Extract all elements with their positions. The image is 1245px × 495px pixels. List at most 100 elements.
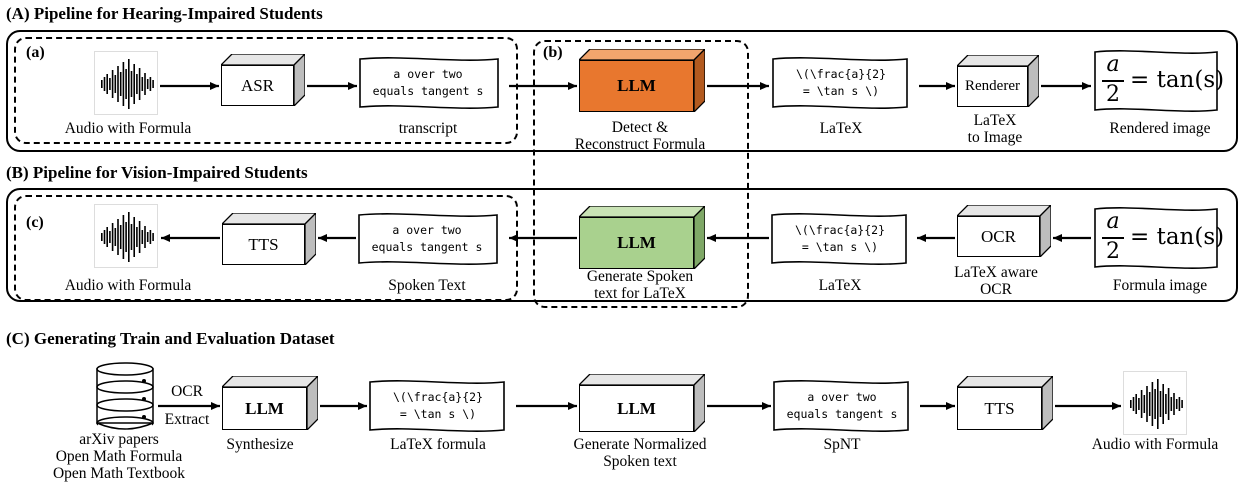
waveform-bar: [1175, 399, 1178, 409]
latex-a-line-1: \(\frac{a}{2}: [795, 67, 886, 81]
llm-synthesize-box: LLM: [222, 376, 318, 430]
latex-doc-a: [771, 55, 917, 111]
waveform-bar: [106, 227, 108, 247]
document-shape: [369, 380, 505, 432]
document-shape: [358, 213, 498, 265]
waveform-bar: [128, 212, 130, 262]
formula-numerator: a: [1106, 209, 1120, 234]
database-icon: [95, 361, 157, 431]
transcript-text: a over two equals tangent s: [358, 66, 498, 100]
llm-detect-label: LLM: [579, 60, 694, 112]
waveform-bar: [144, 73, 146, 95]
document-shape: [1094, 207, 1218, 269]
latex-doc-c: [368, 378, 514, 434]
ocr-label: OCR: [957, 216, 1040, 257]
llm-synthesize-label: LLM: [222, 387, 307, 430]
waveform-bar: [119, 225, 122, 249]
renderer-caption-1: LaTeX: [973, 112, 1017, 129]
audio-wave-icon: [94, 204, 158, 268]
waveform-bar: [122, 62, 125, 106]
latex-b-line-2: = \tan s \): [801, 240, 879, 254]
waveform-bar: [1146, 386, 1148, 422]
latex-text-b: \(\frac{a}{2} = \tan s \): [770, 222, 910, 256]
waveform-bar: [1165, 394, 1167, 414]
transcript-caption: transcript: [398, 120, 458, 137]
waveform-bar: [1151, 382, 1154, 426]
waveform-bar: [125, 222, 127, 252]
waveform-bar: [1135, 394, 1137, 414]
waveform-bar: [111, 70, 114, 98]
document-shape: [771, 213, 907, 265]
latex-c-line-2: = \tan s \): [399, 407, 477, 421]
section-a-title: (A) Pipeline for Hearing-Impaired Studen…: [6, 4, 323, 23]
transcript-line-2: equals tangent s: [372, 84, 484, 98]
waveform-bar: [103, 230, 106, 244]
waveform-bar: [138, 68, 141, 100]
waveform-bar: [114, 228, 117, 246]
fraction-bar: [1102, 237, 1124, 239]
waveform-bar: [152, 80, 154, 88]
latex-doc-b: [770, 211, 916, 267]
transcript-doc: [358, 55, 508, 111]
llm-synthesize-caption: Synthesize: [226, 436, 294, 453]
transcript-line-1: a over two: [393, 67, 463, 81]
spoken-line-2: equals tangent s: [371, 240, 483, 254]
ocr-label-c: OCR: [171, 383, 203, 400]
document-shape: [1094, 50, 1218, 112]
waveform-bar: [117, 66, 119, 102]
waveform-bar: [149, 230, 152, 244]
audio-caption-c: Audio with Formula: [1091, 436, 1219, 453]
waveform-bar: [119, 72, 122, 96]
waveform-bar: [1148, 392, 1151, 416]
waveform-bar: [106, 74, 108, 94]
asr-label: ASR: [221, 65, 294, 106]
waveform-bar: [1162, 384, 1164, 424]
latex-caption-a: LaTeX: [819, 120, 863, 137]
fraction-bar: [1102, 80, 1124, 82]
db-caption-1: arXiv papers: [79, 431, 159, 448]
waveform-bar: [1130, 400, 1132, 408]
waveform-bar: [146, 232, 149, 242]
formula-image: [1093, 205, 1227, 271]
waveform-bar: [152, 233, 154, 241]
panel-b: [6, 188, 1238, 302]
renderer-label: Renderer: [957, 66, 1028, 107]
ocr-caption: LaTeX aware OCR: [936, 264, 1056, 298]
waveform-bar: [122, 215, 125, 259]
llm-normalize-label: LLM: [579, 385, 694, 432]
spoken-line-1: a over two: [392, 223, 462, 237]
ocr-caption-1: LaTeX aware: [954, 264, 1038, 281]
waveform-bar: [130, 71, 133, 97]
renderer-caption-2: to Image: [967, 129, 1023, 146]
spoken-doc: [357, 211, 507, 267]
llm-normalize-caption-2: Spoken text: [603, 453, 677, 470]
spnt-line-1: a over two: [807, 390, 877, 404]
ocr-caption-2: OCR: [980, 281, 1012, 298]
waveform-bar: [1159, 391, 1162, 417]
waveform-bar: [136, 227, 138, 247]
waveform-bar: [133, 64, 135, 104]
extract-label-c: Extract: [164, 411, 210, 428]
renderer-caption: LaTeX to Image: [940, 112, 1050, 146]
spoken-caption: Spoken Text: [388, 277, 466, 294]
waveform-bar: [101, 80, 103, 88]
waveform-bar: [136, 74, 138, 94]
waveform-bar: [125, 69, 127, 99]
audio-caption-a: Audio with Formula: [64, 120, 192, 137]
section-c-title: (C) Generating Train and Evaluation Data…: [6, 329, 335, 348]
waveform-bar: [141, 230, 144, 244]
waveform-bar: [101, 233, 103, 241]
audio-wave-icon: [1123, 371, 1187, 435]
waveform-bar: [1157, 379, 1159, 429]
llm-detect-box: LLM: [579, 49, 705, 112]
formula-denominator: 2: [1106, 82, 1120, 107]
tts-label-b: TTS: [222, 224, 305, 265]
spnt-doc: [772, 378, 918, 434]
panel-a: [6, 30, 1238, 152]
label-a: (a): [26, 44, 45, 61]
waveform-bar: [117, 219, 119, 255]
waveform-bar: [114, 75, 117, 93]
waveform-bar: [1170, 397, 1173, 411]
latex-c-line-1: \(\frac{a}{2}: [392, 390, 483, 404]
